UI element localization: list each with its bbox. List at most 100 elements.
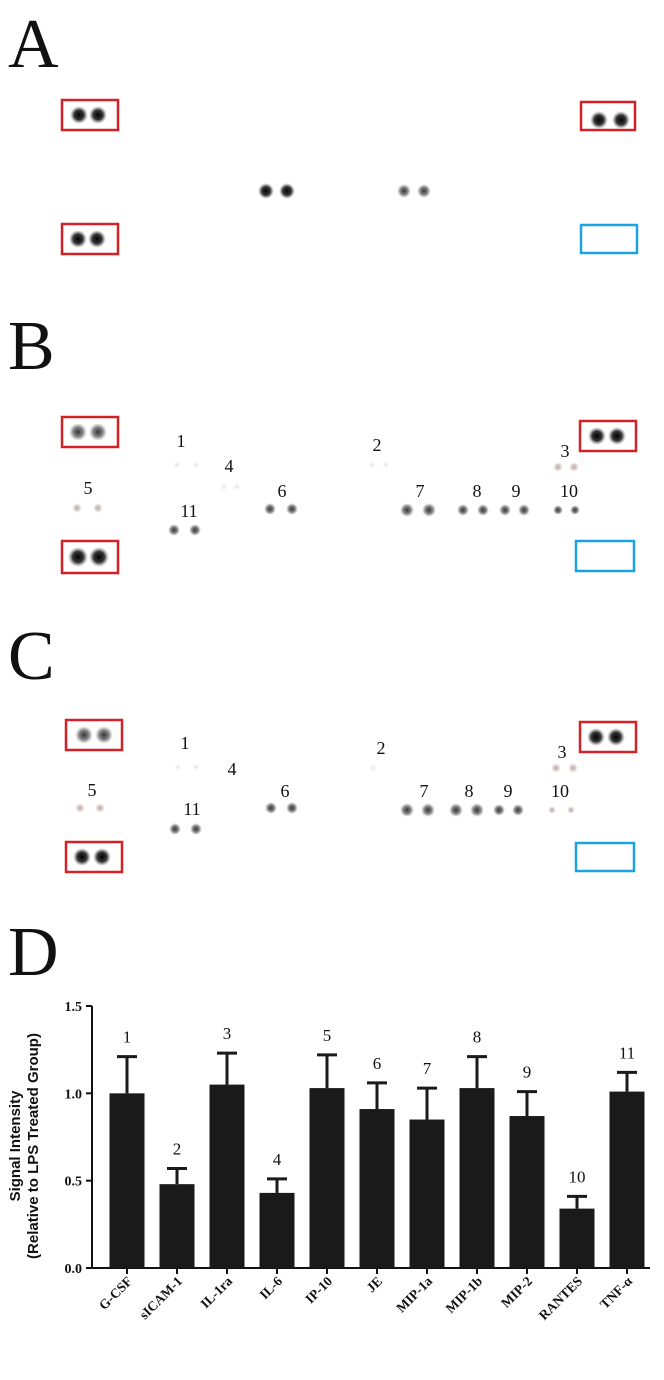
blot-spot bbox=[75, 726, 93, 744]
blot-spot bbox=[567, 806, 575, 814]
bar-label: 6 bbox=[373, 1054, 382, 1073]
category-label: MIP-1b bbox=[443, 1274, 485, 1316]
blot-spot bbox=[477, 504, 489, 516]
y-axis-label-line2: (Relative to LPS Treated Group) bbox=[25, 1033, 42, 1259]
panel-c-blot: 1 2 3 4 5 6 7 8 9 10 11 bbox=[64, 718, 638, 874]
panel-letter-a: A bbox=[8, 6, 59, 83]
blot-spot bbox=[69, 423, 87, 441]
blot-spot bbox=[69, 230, 87, 248]
y-tick-label: 0.5 bbox=[65, 1175, 83, 1190]
spot-label: 1 bbox=[177, 431, 186, 451]
panel-letter-d: D bbox=[8, 914, 59, 991]
blot-spot bbox=[286, 802, 298, 814]
bar bbox=[409, 1119, 445, 1268]
spot-label: 9 bbox=[512, 481, 521, 501]
blot-spot bbox=[89, 547, 109, 567]
spot-label: 2 bbox=[377, 738, 386, 758]
category-label: JE bbox=[363, 1274, 385, 1296]
blot-spot bbox=[265, 802, 277, 814]
blot-spot bbox=[512, 804, 524, 816]
bar-label: 11 bbox=[619, 1043, 635, 1062]
blot-spot bbox=[400, 803, 414, 817]
category-label: IL-1ra bbox=[197, 1273, 235, 1311]
blot-spot bbox=[612, 111, 630, 129]
blot-spot bbox=[607, 728, 625, 746]
blot-spot bbox=[570, 505, 580, 515]
blot-spot bbox=[89, 423, 107, 441]
spot-label: 3 bbox=[561, 441, 570, 461]
blot-spot bbox=[449, 803, 463, 817]
blot-spot bbox=[421, 803, 435, 817]
reference-box bbox=[60, 539, 120, 575]
bar bbox=[259, 1192, 295, 1268]
category-label: TNF-α bbox=[597, 1273, 636, 1312]
blot-spot bbox=[174, 763, 182, 771]
panel-letter-b: B bbox=[8, 308, 55, 385]
blot-spot bbox=[95, 726, 113, 744]
blot-spot bbox=[258, 183, 274, 199]
spot-label: 6 bbox=[281, 781, 290, 801]
blot-spot bbox=[608, 427, 626, 445]
bar-label: 5 bbox=[323, 1026, 332, 1045]
negative-control-box bbox=[574, 539, 636, 573]
category-label: IP-10 bbox=[302, 1273, 335, 1306]
blot-spot bbox=[568, 763, 578, 773]
spot-label: 7 bbox=[420, 781, 429, 801]
reference-box bbox=[60, 222, 120, 256]
blot-spot bbox=[400, 503, 414, 517]
blot-spot bbox=[220, 483, 228, 491]
panel-a-blot bbox=[60, 98, 639, 256]
blot-spot bbox=[569, 462, 579, 472]
blot-spot bbox=[73, 848, 91, 866]
blot-spot bbox=[93, 848, 111, 866]
reference-box bbox=[60, 98, 120, 132]
blot-spot bbox=[169, 823, 181, 835]
blot-spot bbox=[93, 503, 103, 513]
blot-spot bbox=[70, 106, 88, 124]
blot-spot bbox=[470, 803, 484, 817]
bar bbox=[209, 1084, 245, 1268]
bar-label: 10 bbox=[569, 1167, 586, 1186]
blot-spot bbox=[286, 503, 298, 515]
blot-spot bbox=[553, 505, 563, 515]
blot-spot bbox=[173, 461, 181, 469]
blot-spot bbox=[499, 504, 511, 516]
bar-label: 8 bbox=[473, 1028, 482, 1047]
reference-box bbox=[60, 415, 120, 449]
blot-spot bbox=[587, 728, 605, 746]
bar-label: 2 bbox=[173, 1139, 182, 1158]
bar-label: 9 bbox=[523, 1063, 532, 1082]
reference-box bbox=[578, 419, 638, 453]
bar-label: 7 bbox=[423, 1059, 432, 1078]
blot-spot bbox=[457, 504, 469, 516]
spot-label: 2 bbox=[373, 435, 382, 455]
blot-spot bbox=[68, 547, 88, 567]
category-label: MIP-2 bbox=[498, 1273, 535, 1310]
spot-label: 8 bbox=[465, 781, 474, 801]
category-label: MIP-1a bbox=[393, 1273, 435, 1315]
spot-label: 11 bbox=[180, 501, 197, 521]
category-label: RANTES bbox=[536, 1274, 585, 1323]
bar-chart: Signal Intensity (Relative to LPS Treate… bbox=[7, 1000, 650, 1323]
bar bbox=[509, 1116, 545, 1268]
blot-spot bbox=[95, 803, 105, 813]
blot-spot bbox=[588, 427, 606, 445]
blot-panels: 1 2 3 4 5 6 7 8 9 10 11 bbox=[60, 98, 639, 874]
spot-label: 4 bbox=[225, 456, 234, 476]
y-tick-label: 0.0 bbox=[65, 1262, 83, 1277]
bar bbox=[559, 1208, 595, 1268]
bar bbox=[359, 1109, 395, 1268]
blot-spot bbox=[422, 503, 436, 517]
spot-label: 5 bbox=[88, 780, 97, 800]
blot-spot bbox=[190, 823, 202, 835]
blot-spot bbox=[518, 504, 530, 516]
spot-label: 10 bbox=[551, 781, 569, 801]
panel-b-blot: 1 2 3 4 5 6 7 8 9 10 11 bbox=[60, 415, 638, 575]
blot-spot bbox=[192, 763, 200, 771]
blot-spot bbox=[551, 763, 561, 773]
y-tick-label: 1.5 bbox=[65, 1000, 83, 1015]
spot-label: 8 bbox=[473, 481, 482, 501]
reference-box bbox=[579, 100, 637, 132]
bar bbox=[309, 1088, 345, 1268]
spot-label: 7 bbox=[416, 481, 425, 501]
